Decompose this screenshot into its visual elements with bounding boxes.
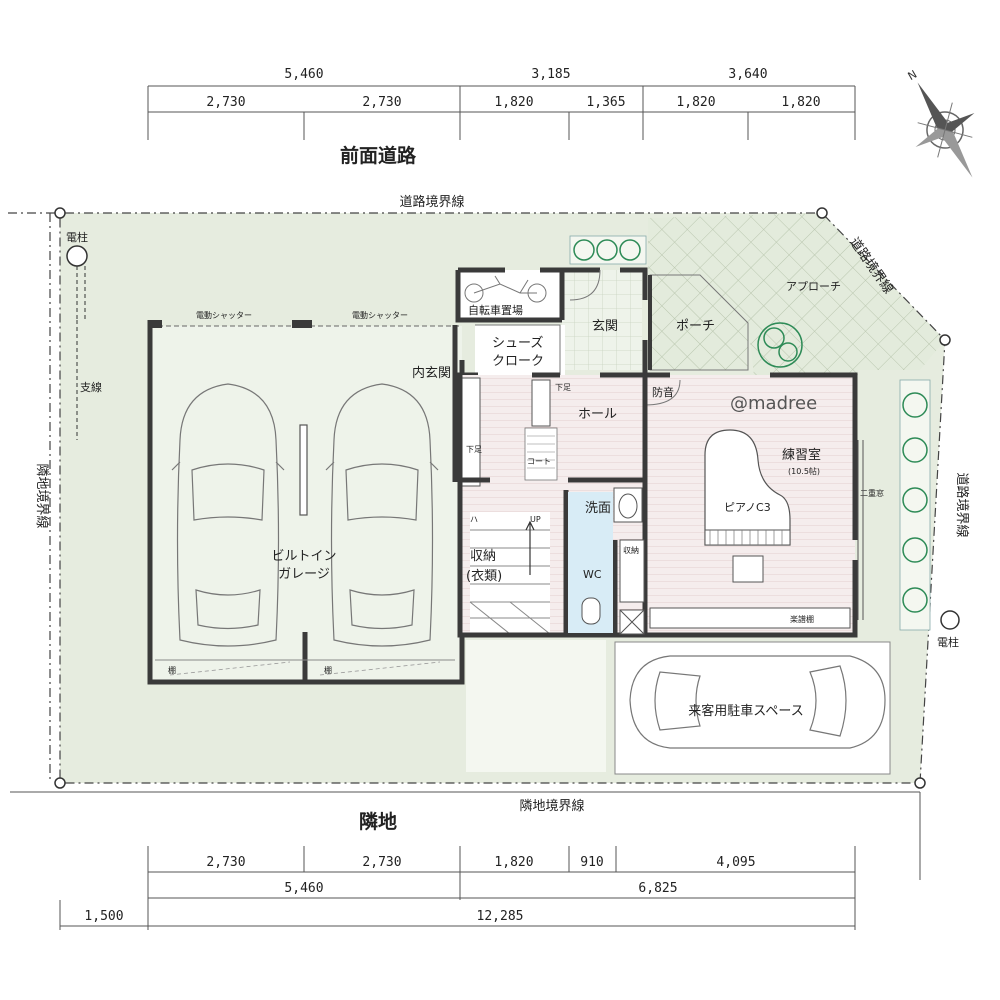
garage-label-1: ビルトイン: [271, 549, 336, 564]
road-boundary-label: 道路境界線: [399, 194, 464, 210]
dim-top-r2-f: 1,820: [781, 95, 820, 110]
coat-storage: [461, 377, 558, 487]
inner-entrance-label: 内玄関: [412, 365, 451, 381]
small-storage-label: 収納: [623, 545, 639, 555]
entrance-area: [559, 267, 648, 378]
shutter-label-2: 電動シャッター: [352, 311, 408, 320]
bottom-dimensions: 2,730 2,730 1,820 910 4,095 5,460 6,825 …: [59, 846, 856, 930]
dim-top-r2-e: 1,820: [676, 95, 715, 110]
entrance-label: 玄関: [592, 319, 618, 334]
washroom-label: 洗面: [585, 501, 611, 516]
coat-label: コート: [527, 457, 551, 466]
soundproof-door-arc: [644, 379, 681, 406]
dim-bottom-r2-b: 6,825: [638, 881, 677, 896]
wc: [568, 542, 613, 633]
practice-room-size: (10.5帖): [788, 466, 820, 476]
dim-bottom-r1-a: 2,730: [206, 855, 245, 870]
neighbor-boundary-bottom-label: 隣地境界線: [519, 798, 584, 814]
dim-top-r1-b: 3,185: [531, 67, 570, 82]
score-shelf-label: 楽譜棚: [790, 614, 814, 624]
dim-top-r2-a: 2,730: [206, 95, 245, 110]
approach-label: アプローチ: [786, 280, 841, 293]
storage-label-1: 収納: [470, 549, 496, 564]
branch-line-label: 支線: [80, 380, 102, 394]
svg-text:N: N: [906, 68, 920, 83]
garage-car-1-icon: [171, 383, 285, 647]
washroom: [568, 487, 643, 542]
front-road-label: 前面道路: [340, 144, 417, 167]
hedge-top-icon: [569, 235, 647, 265]
guest-parking: [614, 641, 891, 775]
hanger-label: ハ: [470, 515, 478, 524]
dim-top-r1-a: 5,460: [284, 67, 323, 82]
hall-label: ホール: [578, 407, 617, 422]
practice-room-label: 練習室: [782, 447, 821, 463]
pole-label-1: 電柱: [66, 230, 88, 244]
shutter-label-1: 電動シャッター: [196, 311, 252, 320]
watermark: @madree: [730, 393, 817, 414]
shoe-cloak-label-1: シューズ: [492, 335, 543, 351]
porch: [648, 274, 749, 371]
bicycle-parking: [455, 267, 565, 323]
up-label: UP: [530, 515, 541, 524]
under-floor-label-1: 下足: [555, 383, 571, 392]
small-storage: [619, 539, 645, 635]
guest-car-icon: [629, 655, 886, 749]
neighbor-label: 隣地: [359, 810, 397, 833]
garage-car-2-icon: [325, 383, 439, 647]
garage: [147, 320, 465, 685]
piano-icon: [704, 429, 791, 583]
double-window-label: 二重窓: [860, 488, 884, 498]
dim-bottom-r3-b: 12,285: [477, 909, 524, 924]
dim-bottom-r1-b: 2,730: [362, 855, 401, 870]
double-window: [857, 440, 864, 620]
guest-parking-label: 来客用駐車スペース: [688, 703, 803, 719]
road-boundary-right-vertical: 道路境界線: [954, 472, 970, 537]
dim-top-r2-d: 1,365: [586, 95, 625, 110]
interior-walls: [452, 372, 858, 638]
compass-icon: N: [906, 68, 975, 178]
boundary-lines: [8, 207, 951, 880]
storage-label-2: (衣類): [466, 568, 502, 584]
dim-bottom-r1-d: 910: [580, 855, 603, 870]
porch-label: ポーチ: [676, 319, 715, 334]
score-shelf: [649, 607, 851, 629]
stairs: [469, 512, 551, 635]
wc-label: WC: [583, 568, 602, 581]
garage-label-2: ガレージ: [278, 567, 330, 582]
top-dimensions: 5,460 3,185 3,640 2,730 2,730 1,820 1,36…: [147, 67, 856, 140]
garden-area: [466, 640, 606, 772]
dim-bottom-r1-e: 4,095: [716, 855, 755, 870]
utility-pole-right: [940, 610, 960, 630]
dim-bottom-r2-a: 5,460: [284, 881, 323, 896]
tree-porch-icon: [757, 322, 803, 368]
dim-top-r2-c: 1,820: [494, 95, 533, 110]
piano-label: ピアノC3: [724, 501, 771, 514]
shelf-label-2: 棚: [324, 665, 332, 675]
dim-top-r1-c: 3,640: [728, 67, 767, 82]
shoe-cloak-label-2: クローク: [492, 354, 544, 369]
soundproof-label: 防音: [652, 385, 674, 399]
dim-bottom-r1-c: 1,820: [494, 855, 533, 870]
dim-bottom-r3-a: 1,500: [84, 909, 123, 924]
bike-label: 自転車置場: [468, 303, 523, 317]
utility-pole-left: [66, 245, 88, 440]
hedge-right-icon: [899, 379, 931, 631]
shelf-label-1: 棚: [168, 665, 176, 675]
under-floor-label-2: 下足: [466, 445, 482, 454]
neighbor-boundary-left-label: 隣地境界線: [34, 463, 50, 528]
pole-label-2: 電柱: [937, 635, 959, 649]
dim-top-r2-b: 2,730: [362, 95, 401, 110]
